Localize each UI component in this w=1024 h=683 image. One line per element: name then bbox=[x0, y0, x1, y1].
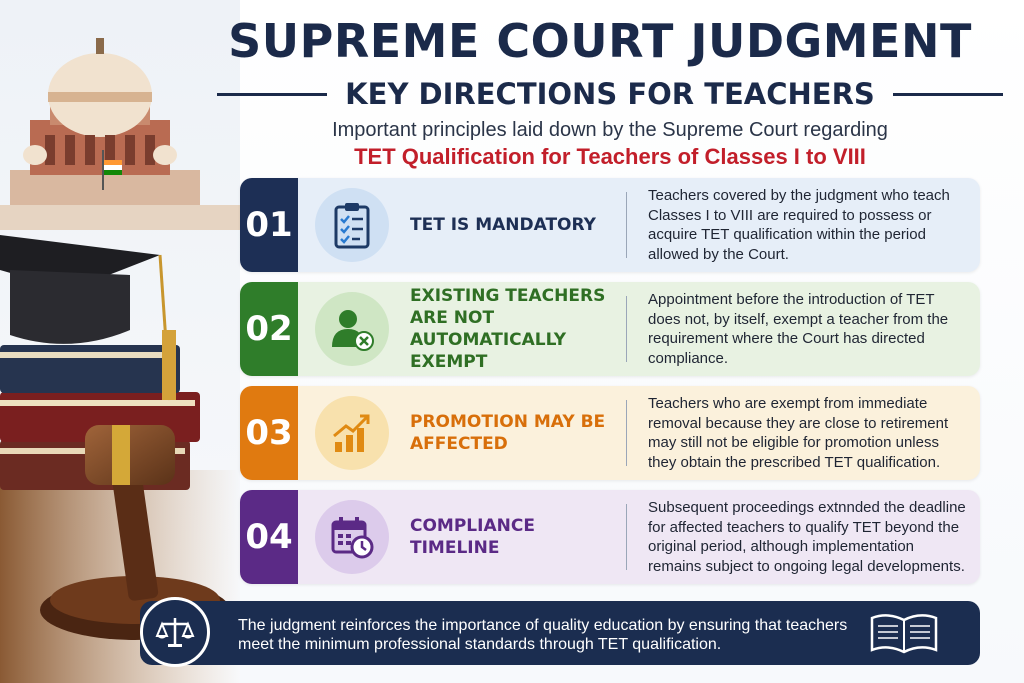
direction-card-2: 02 EXISTING TEACHERS ARE NOT AUTOMATICAL… bbox=[240, 282, 980, 376]
decorative-illustration bbox=[0, 0, 240, 683]
card-number: 03 bbox=[240, 386, 298, 480]
court-building-illustration bbox=[0, 38, 240, 230]
card-description: Teachers who are exempt from immediate r… bbox=[648, 395, 949, 471]
clipboard-checklist-icon bbox=[315, 188, 389, 262]
card-title: TET IS MANDATORY bbox=[410, 215, 596, 235]
card-number: 04 bbox=[240, 490, 298, 584]
page-subtitle: KEY DIRECTIONS FOR TEACHERS bbox=[345, 77, 875, 111]
indian-flag-illustration bbox=[102, 150, 122, 190]
user-exempt-icon bbox=[315, 292, 389, 366]
card-divider bbox=[626, 504, 627, 570]
subtitle-rule-right bbox=[892, 92, 1003, 96]
direction-card-4: 04 COMPLIANCE TIMELINE Subsequent procee… bbox=[240, 490, 980, 584]
intro-text: Important principles laid down by the Su… bbox=[332, 119, 888, 141]
page-title: SUPREME COURT JUDGMENT bbox=[228, 14, 972, 68]
subtitle-row: KEY DIRECTIONS FOR TEACHERS bbox=[210, 74, 1010, 114]
card-title: COMPLIANCE TIMELINE bbox=[410, 516, 535, 558]
subtitle-rule-left bbox=[217, 92, 328, 96]
growth-chart-icon bbox=[315, 396, 389, 470]
card-title: EXISTING TEACHERS ARE NOT AUTOMATICALLY … bbox=[410, 286, 606, 372]
card-description: Appointment before the introduction of T… bbox=[648, 291, 949, 367]
highlight-text: TET Qualification for Teachers of Classe… bbox=[354, 144, 866, 169]
card-divider bbox=[626, 296, 627, 362]
card-number: 02 bbox=[240, 282, 298, 376]
card-divider bbox=[626, 400, 627, 466]
card-description: Subsequent proceedings extnnded the dead… bbox=[648, 499, 966, 575]
card-number: 01 bbox=[240, 178, 298, 272]
card-title: PROMOTION MAY BE AFFECTED bbox=[410, 412, 606, 454]
card-description: Teachers covered by the judgment who tea… bbox=[648, 187, 950, 263]
graduation-cap-illustration bbox=[0, 235, 176, 401]
calendar-clock-icon bbox=[315, 500, 389, 574]
footer-text: The judgment reinforces the importance o… bbox=[238, 617, 848, 653]
open-book-icon bbox=[868, 608, 940, 663]
scales-of-justice-icon bbox=[140, 597, 210, 667]
card-divider bbox=[626, 192, 627, 258]
direction-card-3: 03 PROMOTION MAY BE AFFECTED Teachers wh… bbox=[240, 386, 980, 480]
direction-card-1: 01 TET IS MANDATORY Teachers covered by … bbox=[240, 178, 980, 272]
footer-banner bbox=[140, 601, 980, 665]
